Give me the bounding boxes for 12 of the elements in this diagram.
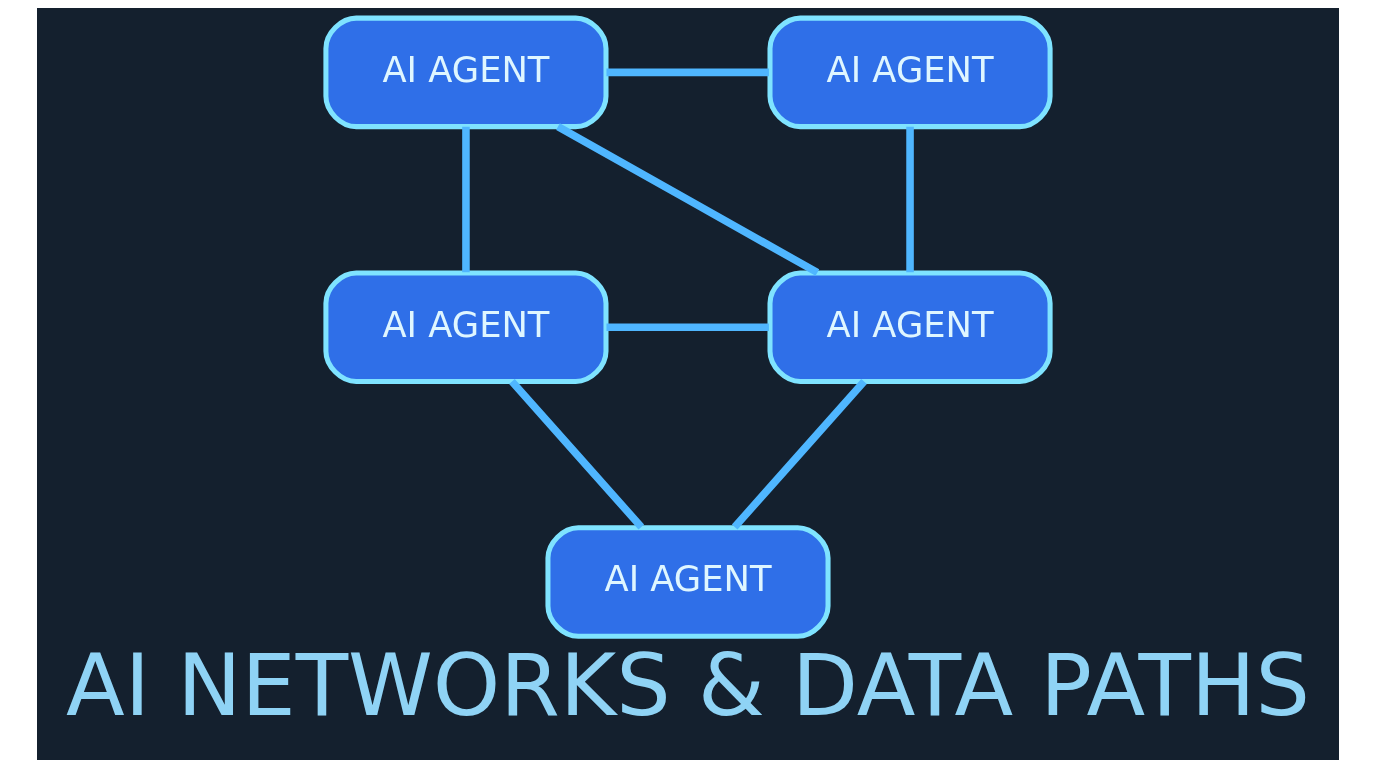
node-box: AI AGENT [545,525,831,639]
node-box: AI AGENT [323,270,609,384]
connector [556,123,820,276]
connector [509,379,645,530]
connector [606,68,769,77]
connector [731,379,867,530]
connector [906,126,914,273]
connector [606,323,769,331]
connector [462,126,470,273]
node-box: AI AGENT [323,15,609,130]
node-box: AI AGENT [767,270,1053,384]
node-box: AI AGENT [767,15,1053,130]
